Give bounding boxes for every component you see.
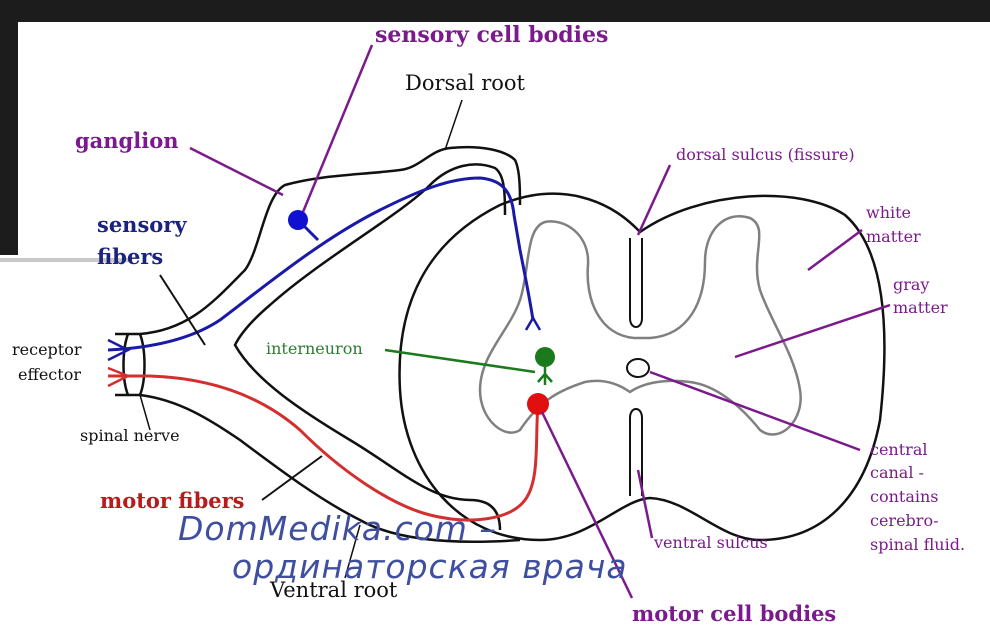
pointer-sensory-cell-bodies	[303, 45, 372, 212]
pointer-ventral-sulcus	[638, 470, 652, 538]
pointer-white-matter	[808, 230, 862, 270]
label-gray-matter-line2: matter	[893, 300, 948, 316]
label-gray-matter-line1: gray	[893, 277, 929, 293]
label-central-canal-line3: contains	[870, 489, 939, 505]
watermark-line2: ординаторская врача	[232, 550, 628, 583]
label-sensory-fibers-line2: fibers	[97, 246, 163, 267]
label-dorsal-root: Dorsal root	[405, 73, 525, 94]
label-central-canal-line5: spinal fluid.	[870, 537, 965, 553]
pointer-gray-matter	[735, 305, 890, 357]
sensory-cell-body	[288, 210, 308, 230]
label-white-matter-line1: white	[866, 205, 911, 221]
pointer-spinal-nerve	[140, 395, 150, 430]
label-interneuron: interneuron	[266, 341, 363, 357]
label-ventral-sulcus: ventral sulcus	[654, 535, 768, 551]
dorsal-sulcus-slot	[630, 238, 642, 327]
label-dorsal-sulcus: dorsal sulcus (fissure)	[676, 147, 855, 163]
interneuron-axon	[538, 367, 552, 385]
pointer-dorsal-root	[445, 100, 462, 150]
interneuron-cell	[535, 347, 555, 367]
label-central-canal-line4: cerebro-	[870, 513, 938, 529]
label-sensory-fibers-line1: sensory	[97, 214, 187, 235]
spinal-nerve-bundle	[115, 334, 145, 395]
label-central-canal-line2: canal -	[870, 465, 924, 481]
pointer-interneuron	[385, 350, 535, 372]
label-sensory-cell-bodies: sensory cell bodies	[375, 24, 608, 46]
label-effector: effector	[18, 367, 81, 383]
label-receptor: receptor	[12, 342, 82, 358]
pointer-sensory-fibers	[160, 275, 205, 345]
label-ganglion: ganglion	[75, 130, 178, 151]
label-spinal-nerve: spinal nerve	[80, 428, 180, 444]
label-motor-fibers: motor fibers	[100, 490, 245, 511]
pointer-central-canal	[650, 372, 860, 450]
label-central-canal-line1: central	[870, 442, 927, 458]
watermark-line1: DomMedika.com –	[178, 512, 497, 545]
label-motor-cell-bodies: motor cell bodies	[632, 603, 836, 624]
motor-cell-body	[527, 393, 549, 415]
sensory-terminal	[526, 318, 540, 330]
label-white-matter-line2: matter	[866, 229, 921, 245]
pointer-ganglion	[190, 148, 283, 195]
central-canal	[627, 359, 649, 377]
